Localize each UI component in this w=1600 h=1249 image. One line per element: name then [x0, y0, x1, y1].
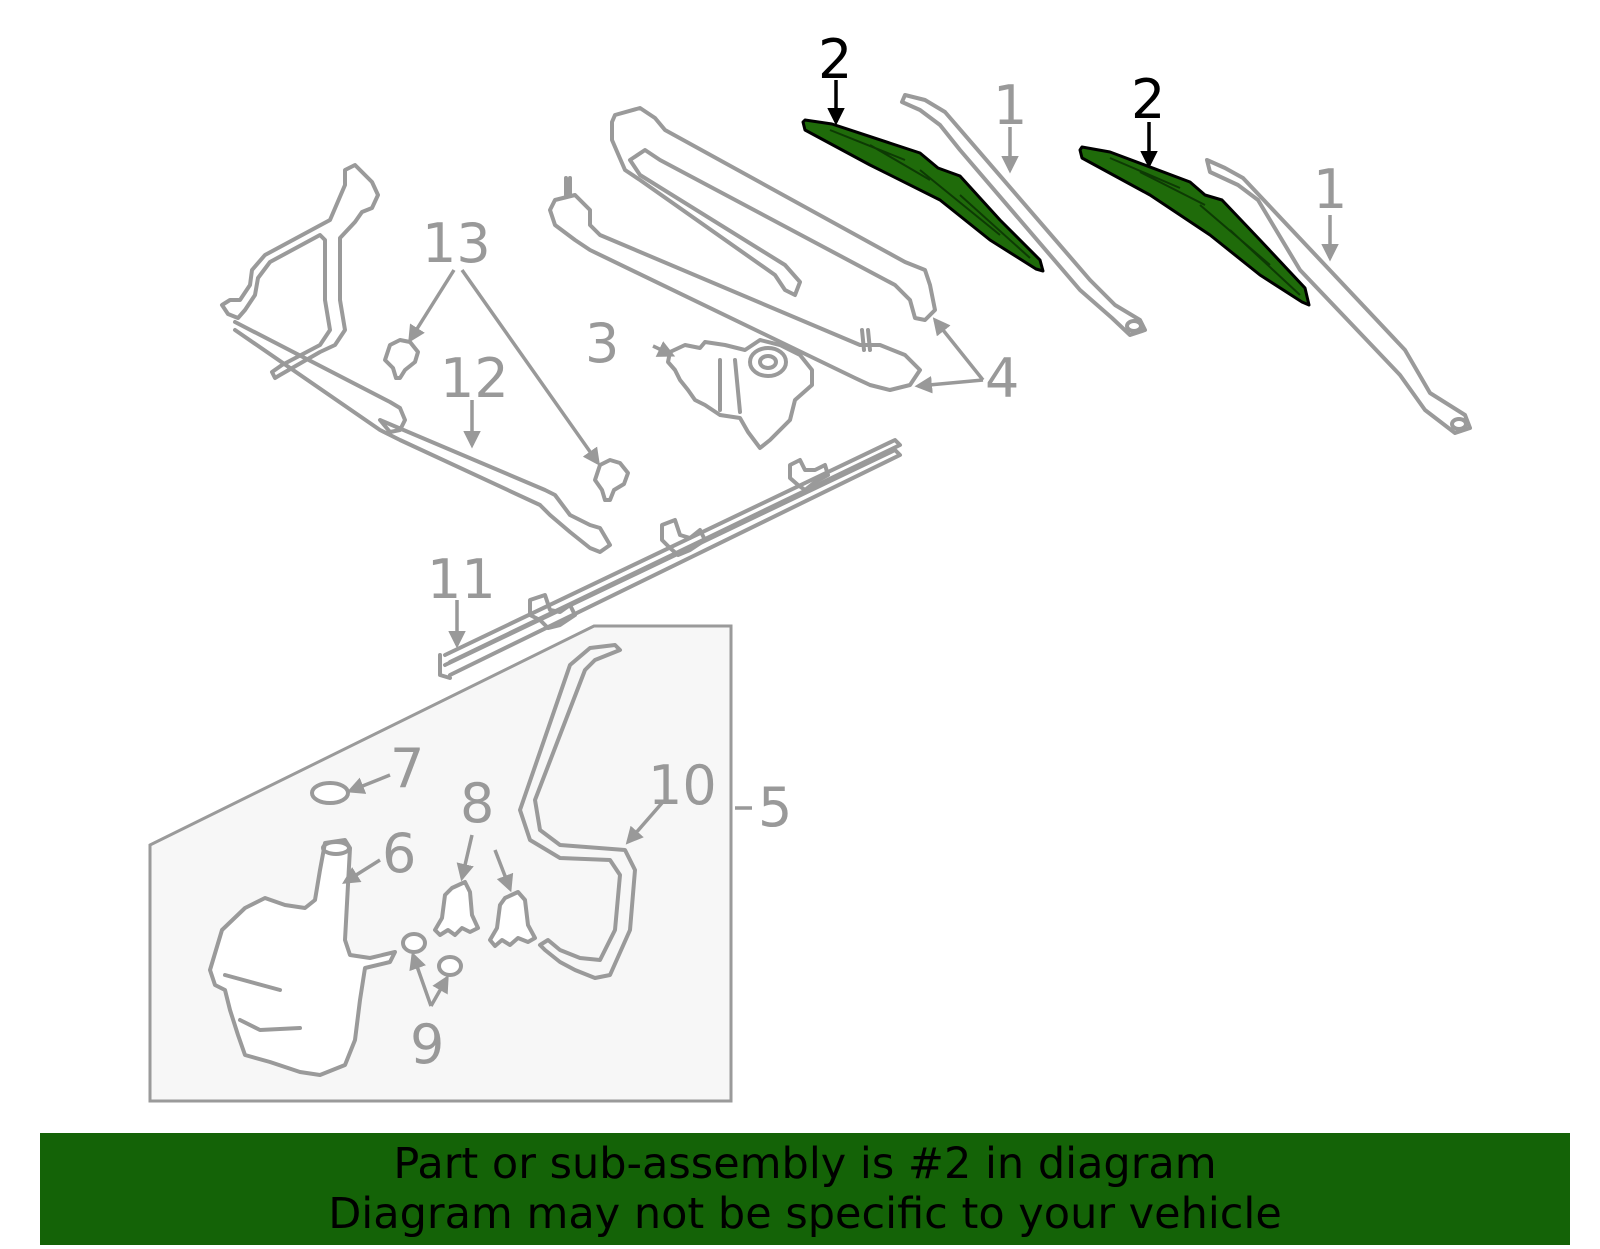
footer-banner: Part or sub-assembly is #2 in diagram Di… — [40, 1133, 1570, 1245]
footer-line-1: Part or sub-assembly is #2 in diagram — [393, 1139, 1217, 1189]
callout-8: 8 — [460, 772, 494, 835]
callout-2-left: 2 — [818, 28, 852, 91]
washer-tube — [438, 438, 902, 680]
callout-13: 13 — [422, 212, 491, 275]
reservoir-cap — [310, 781, 350, 805]
washer-nozzle-lower — [593, 458, 630, 502]
callout-5: 5 — [758, 776, 792, 839]
wiper-blade-right — [1078, 145, 1311, 307]
callout-2-right: 2 — [1131, 68, 1165, 131]
callout-1-right: 1 — [1313, 158, 1347, 221]
wiper-arm-right — [1205, 158, 1472, 435]
pump-grommet-lower — [437, 955, 463, 977]
wiper-parts-diagram: 1 1 2 2 3 4 5 6 7 8 9 10 11 12 13 — [148, 28, 1472, 1103]
wiper-motor — [666, 338, 814, 450]
callout-11: 11 — [427, 548, 496, 611]
wiper-blade-left — [801, 118, 1045, 273]
reservoir-hose — [518, 643, 637, 980]
pump-grommet-upper — [401, 932, 427, 954]
washer-pump-right — [488, 890, 537, 948]
callout-10: 10 — [648, 754, 717, 817]
callout-7: 7 — [390, 737, 424, 800]
callout-4: 4 — [985, 347, 1019, 410]
callout-6: 6 — [382, 822, 416, 885]
wiper-arm-left — [900, 93, 1147, 337]
callout-3: 3 — [585, 312, 619, 375]
callout-1-left: 1 — [993, 74, 1027, 137]
washer-hose — [220, 163, 612, 554]
callout-9: 9 — [410, 1013, 444, 1076]
callout-12: 12 — [440, 347, 509, 410]
washer-pump-left — [433, 880, 480, 937]
washer-reservoir — [208, 838, 397, 1077]
footer-line-2: Diagram may not be specific to your vehi… — [328, 1189, 1282, 1239]
leader-lines — [342, 80, 1339, 1007]
washer-nozzle-upper — [383, 338, 420, 380]
